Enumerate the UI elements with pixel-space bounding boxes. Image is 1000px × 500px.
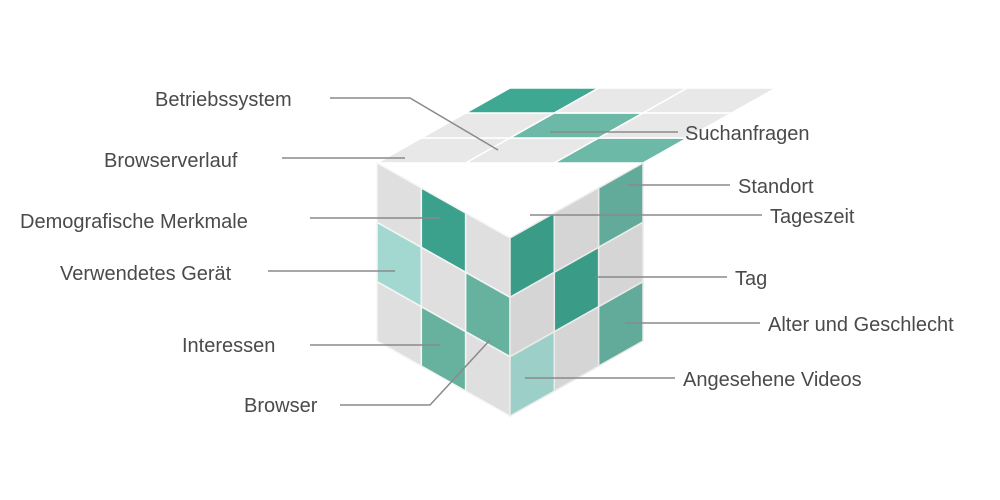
label-suchanfragen: Suchanfragen [685, 123, 810, 145]
right-sticker-2-2 [597, 280, 644, 368]
label-tag: Tag [735, 268, 767, 290]
label-browserverlauf: Browserverlauf [104, 150, 238, 172]
labels: BetriebssystemBrowserverlaufDemografisch… [20, 89, 954, 417]
leader-line-browser [340, 339, 491, 406]
top-sticker-2-2 [640, 87, 779, 114]
leader-line-betriebssystem [330, 97, 499, 151]
label-interessen: Interessen [182, 335, 275, 357]
label-betriebssystem: Betriebssystem [155, 89, 292, 111]
leader-lines [268, 97, 762, 406]
cube [374, 87, 779, 418]
label-demografische-merkmale: Demografische Merkmale [20, 211, 248, 233]
label-standort: Standort [738, 176, 814, 198]
label-browser: Browser [244, 395, 318, 417]
label-tageszeit: Tageszeit [770, 206, 855, 228]
label-angesehene-videos: Angesehene Videos [683, 369, 862, 391]
label-alter-und-geschlecht: Alter und Geschlecht [768, 314, 954, 336]
label-verwendetes-geraet: Verwendetes Gerät [60, 263, 232, 285]
